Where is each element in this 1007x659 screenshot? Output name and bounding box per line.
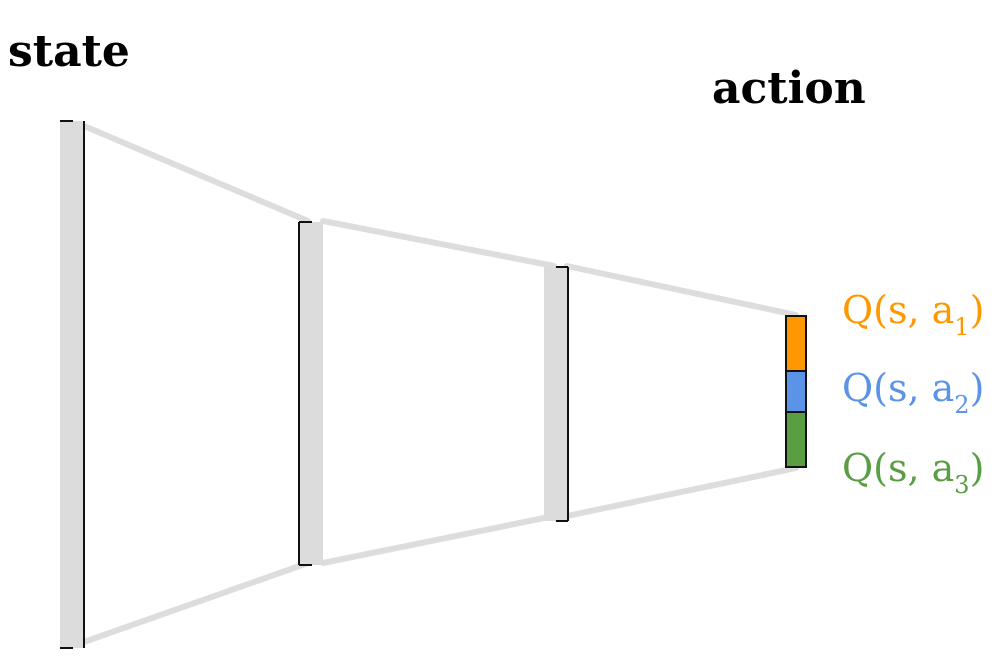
connectors [81,123,799,645]
connector-bottom-3 [564,465,799,519]
connector-top-2 [320,218,557,269]
connector-top-3 [564,263,799,318]
hidden-layer-1 [298,221,323,566]
q-label-1: Q(s, a1) [842,288,984,341]
q-label-2: Q(s, a2) [842,366,984,419]
connector-top-1 [81,123,311,224]
input-layer [60,120,85,649]
connector-bottom-1 [81,560,311,645]
q-label-3: Q(s, a3) [842,446,984,499]
output-cell-1 [785,315,807,372]
hidden-layer-2 [544,266,569,522]
connector-bottom-2 [320,513,557,566]
output-labels: Q(s, a1) Q(s, a2) Q(s, a3) [842,288,984,499]
output-layer [785,315,807,468]
output-cell-2 [785,370,807,413]
state-label: state [8,26,130,77]
action-label: action [712,63,866,114]
output-cell-3 [785,411,807,468]
